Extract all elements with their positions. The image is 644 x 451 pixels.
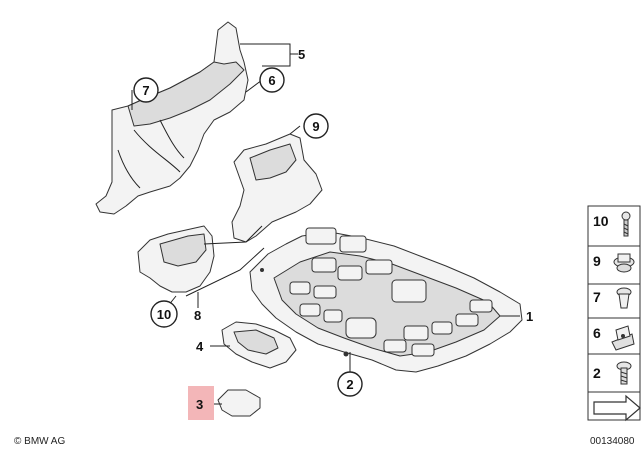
diagram-number: 00134080	[590, 436, 635, 447]
legend-item-6: 6	[593, 325, 635, 351]
svg-text:9: 9	[312, 119, 319, 134]
svg-text:9: 9	[593, 253, 601, 269]
legend-item-7: 7	[593, 287, 632, 309]
tunnel-heat-shield	[231, 133, 323, 243]
screw-icon	[616, 361, 632, 385]
svg-text:1: 1	[526, 309, 533, 324]
highlight-box	[188, 386, 214, 420]
callout-5: 5	[298, 47, 305, 62]
svg-text:4: 4	[196, 339, 204, 354]
callout-10: 10	[150, 300, 178, 328]
lower-bracket-shield	[137, 225, 265, 297]
nut-icon	[613, 253, 635, 273]
callout-4: 4	[196, 339, 204, 354]
legend-item-9: 9	[593, 253, 635, 273]
svg-text:6: 6	[268, 73, 275, 88]
svg-text:2: 2	[346, 377, 353, 392]
nav-arrow-icon	[593, 394, 641, 422]
callout-7: 7	[133, 77, 159, 103]
svg-text:5: 5	[298, 47, 305, 62]
cover-plate	[217, 389, 261, 417]
bolt-icon	[621, 211, 631, 237]
svg-text:8: 8	[194, 308, 201, 323]
svg-text:7: 7	[142, 83, 149, 98]
svg-text:7: 7	[593, 289, 601, 305]
svg-text:6: 6	[593, 325, 601, 341]
legend-item-2: 2	[593, 361, 632, 385]
upper-heat-shield	[95, 21, 249, 215]
callout-6: 6	[259, 67, 285, 93]
expanding-rivet-icon	[616, 287, 632, 309]
svg-text:3: 3	[196, 397, 203, 412]
clip-nut-icon	[611, 325, 635, 351]
svg-text:2: 2	[593, 365, 601, 381]
underbody-shield	[249, 227, 523, 373]
callout-3: 3	[188, 386, 214, 420]
svg-text:10: 10	[157, 307, 171, 322]
legend-item-10: 10	[593, 211, 631, 237]
callout-2: 2	[337, 371, 363, 397]
callout-1: 1	[526, 309, 533, 324]
copyright-text: © BMW AG	[14, 436, 65, 447]
callout-9: 9	[303, 113, 329, 139]
legend-panel: 10 9 7 6	[587, 205, 641, 422]
svg-text:10: 10	[593, 213, 609, 229]
callout-8: 8	[194, 308, 201, 323]
service-flap	[221, 321, 297, 369]
